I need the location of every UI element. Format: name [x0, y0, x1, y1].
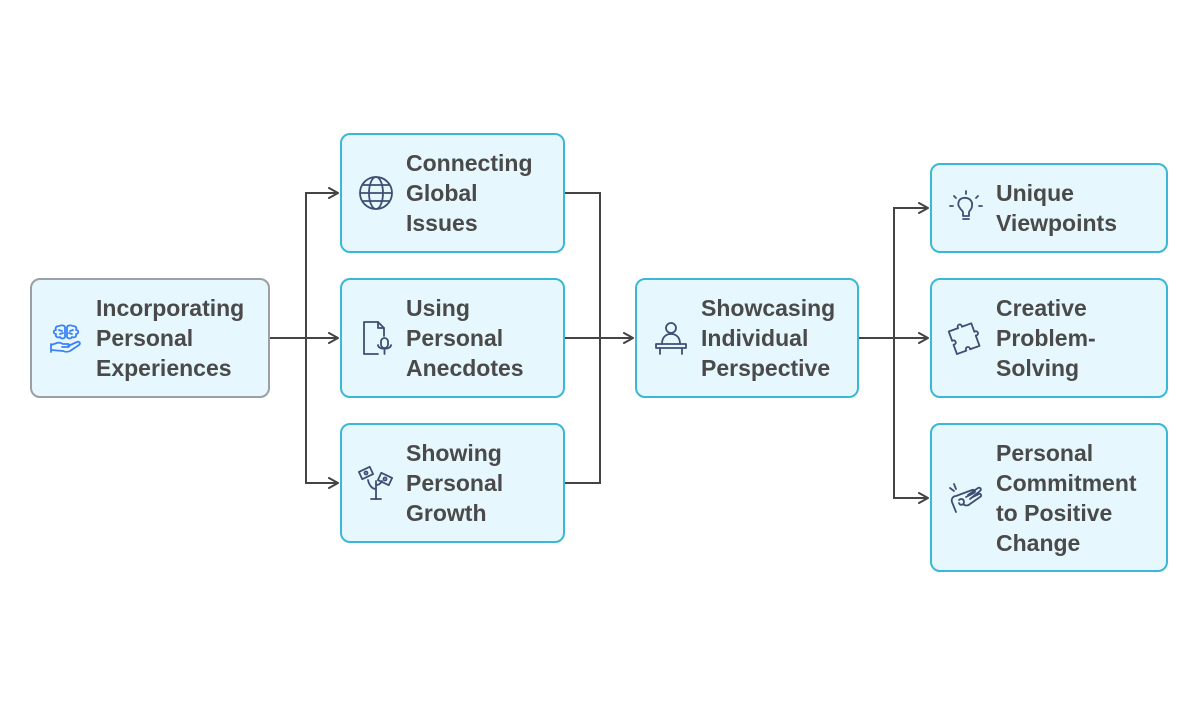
node-label: Showing Personal Growth [406, 440, 504, 526]
lightbulb-icon [946, 188, 986, 228]
brain-hand-icon [46, 318, 86, 358]
raised-hand-icon [946, 478, 986, 518]
money-plant-icon [356, 463, 396, 503]
node-label: Unique Viewpoints [996, 180, 1117, 236]
node-incorporating-personal-experiences: Incorporating Personal Experiences [30, 278, 270, 398]
node-unique-viewpoints: Unique Viewpoints [930, 163, 1168, 253]
node-using-personal-anecdotes: Using Personal Anecdotes [340, 278, 565, 398]
node-showing-personal-growth: Showing Personal Growth [340, 423, 565, 543]
puzzle-piece-icon [946, 318, 986, 358]
connector-growth-to-perspective [565, 338, 601, 484]
node-showcasing-individual-perspective: Showcasing Individual Perspective [635, 278, 859, 398]
document-microphone-icon [356, 318, 396, 358]
node-creative-problem-solving: Creative Problem- Solving [930, 278, 1168, 398]
node-label: Incorporating Personal Experiences [96, 295, 245, 381]
connector-perspective-to-unique [893, 202, 929, 338]
connector-perspective-to-commitment [893, 338, 929, 504]
connector-root-to-global [305, 187, 339, 338]
node-label: Using Personal Anecdotes [406, 295, 524, 381]
speaker-podium-icon [651, 318, 691, 358]
node-label: Connecting Global Issues [406, 150, 533, 236]
node-label: Creative Problem- Solving [996, 295, 1096, 381]
node-connecting-global-issues: Connecting Global Issues [340, 133, 565, 253]
node-personal-commitment: Personal Commitment to Positive Change [930, 423, 1168, 572]
connector-global-to-perspective [565, 192, 601, 338]
node-label: Personal Commitment to Positive Change [996, 439, 1137, 556]
node-label: Showcasing Individual Perspective [701, 295, 836, 381]
globe-icon [356, 173, 396, 213]
connector-root-to-growth [305, 338, 339, 489]
